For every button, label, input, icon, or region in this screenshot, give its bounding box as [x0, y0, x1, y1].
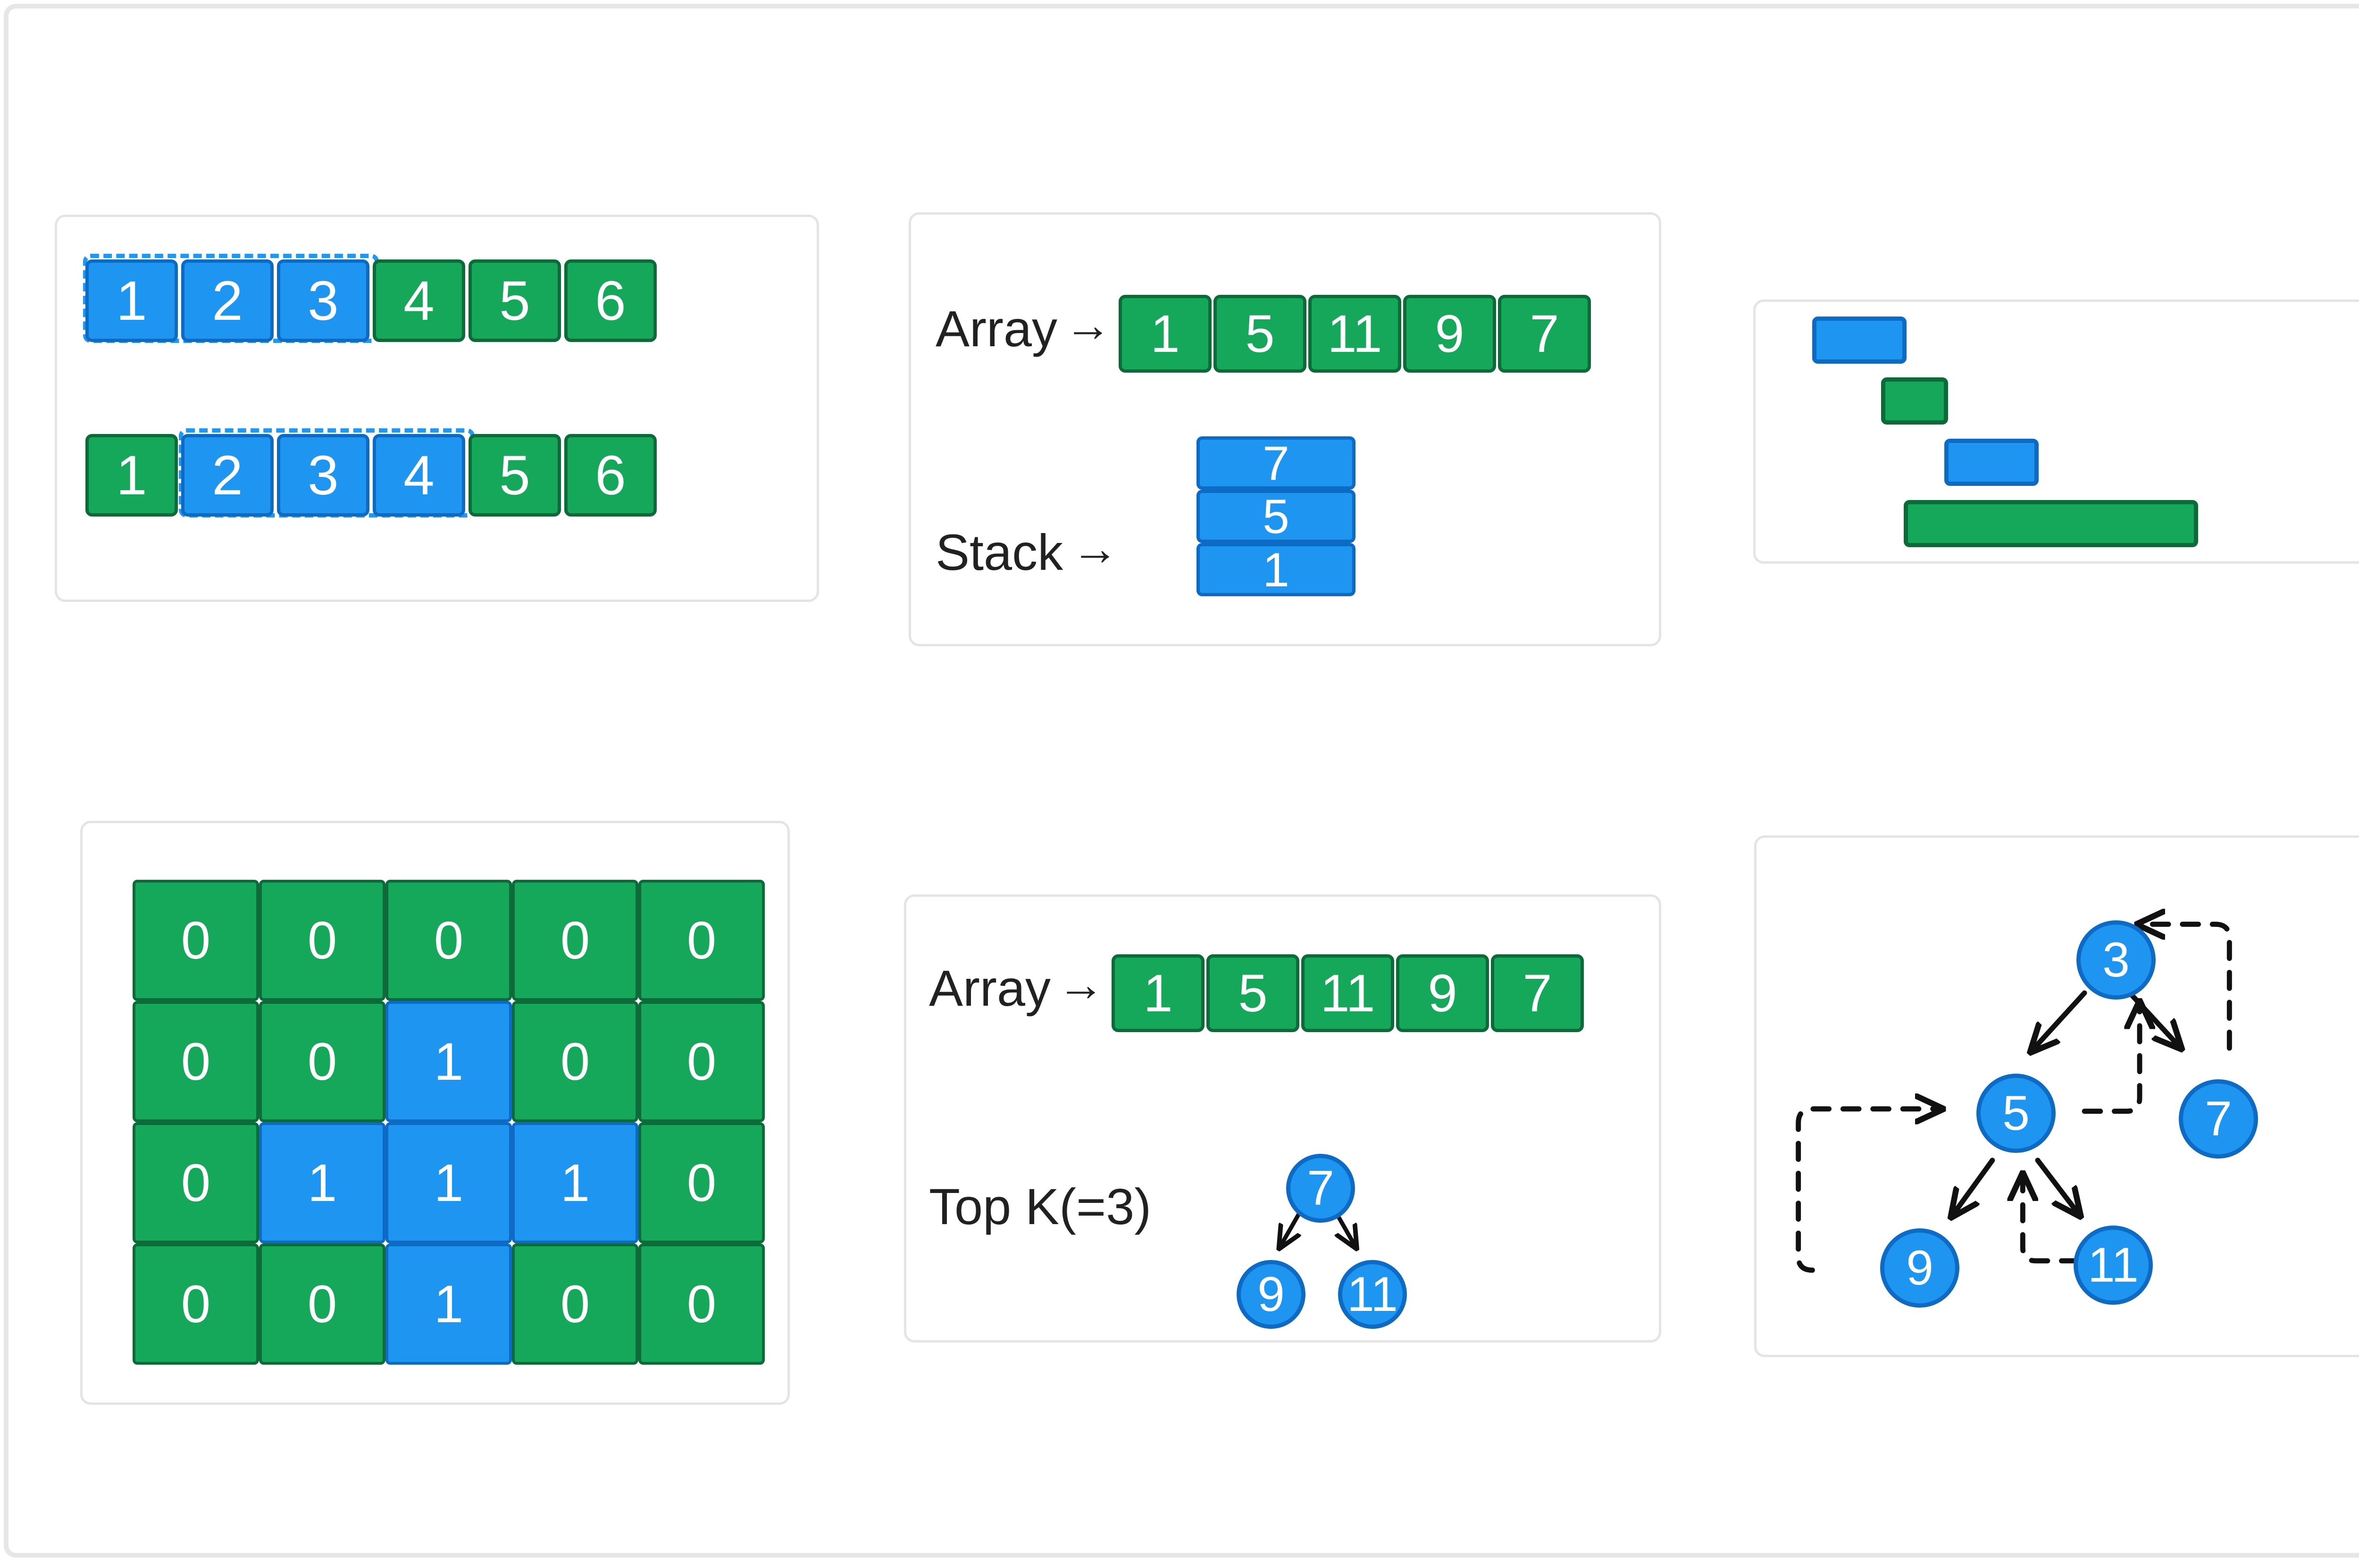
matrix-cell-r0c1[interactable]: 0 [259, 880, 385, 1001]
matrix-cell-r3c0[interactable]: 0 [133, 1243, 259, 1365]
sw-cell-r0c2[interactable]: 3 [277, 259, 369, 342]
graph-node-11[interactable]: 11 [2074, 1226, 2153, 1305]
matrix-cell-r0c0[interactable]: 0 [133, 880, 259, 1001]
array-stack-panel: Array → 1 5 11 9 7 Stack → 7 5 1 [909, 212, 1661, 646]
topk-heap-edges [906, 1209, 1659, 1340]
interval-bar-3[interactable] [1944, 439, 2039, 486]
matrix-cell-r3c3[interactable]: 0 [512, 1243, 638, 1365]
matrix-cell-r2c4[interactable]: 0 [638, 1122, 765, 1243]
matrix-cell-r0c2[interactable]: 0 [385, 880, 512, 1001]
edge-11-to-5-backtrack [2023, 1174, 2080, 1264]
matrix-cell-r1c0[interactable]: 0 [133, 1001, 259, 1122]
interval-bar-4[interactable] [1904, 500, 2198, 547]
array-label: Array [936, 300, 1058, 357]
topk-array-cell-4[interactable]: 7 [1491, 954, 1584, 1032]
sw-cell-r1c5[interactable]: 6 [564, 434, 657, 517]
edge-9-to-5-backtrack [1796, 1109, 1942, 1273]
matrix-cell-r3c4[interactable]: 0 [638, 1243, 765, 1365]
matrix-cell-r2c0[interactable]: 0 [133, 1122, 259, 1243]
edge-5-to-9 [1952, 1158, 1995, 1217]
top-k-panel: Array → 1 5 11 9 7 Top K(=3) 7 9 11 [904, 894, 1661, 1343]
heap-node-right[interactable]: 11 [1338, 1260, 1407, 1329]
matrix-cell-r0c3[interactable]: 0 [512, 880, 638, 1001]
intervals-panel [1753, 300, 2359, 564]
topk-array-arrow-icon: → [1057, 958, 1104, 1011]
edge-7-to-3-backtrack [2138, 924, 2232, 1051]
graph-edges [1796, 838, 2232, 1273]
edge-5-to-11 [2035, 1158, 2080, 1216]
sw-cell-r1c4[interactable]: 5 [468, 434, 561, 517]
graph-node-5[interactable]: 5 [1976, 1074, 2056, 1153]
sw-cell-r0c4[interactable]: 5 [468, 259, 561, 342]
array-cell-3[interactable]: 9 [1403, 295, 1496, 373]
topk-array-label: Array [929, 959, 1051, 1017]
graph-panel: 3 5 7 9 11 [1754, 835, 2359, 1357]
sw-cell-r0c5[interactable]: 6 [564, 259, 657, 342]
matrix-cell-r1c1[interactable]: 0 [259, 1001, 385, 1122]
array-cell-2[interactable]: 11 [1308, 295, 1401, 373]
stack-cell-bottom[interactable]: 1 [1196, 543, 1355, 596]
edge-3-to-5 [2031, 990, 2087, 1051]
interval-bar-2[interactable] [1881, 377, 1948, 425]
sw-cell-r1c2[interactable]: 3 [277, 434, 369, 517]
matrix-cell-r0c4[interactable]: 0 [638, 880, 765, 1001]
heap-node-root[interactable]: 7 [1286, 1154, 1355, 1223]
matrix-cell-r2c1[interactable]: 1 [259, 1122, 385, 1243]
topk-array-cell-1[interactable]: 5 [1206, 954, 1299, 1032]
matrix-cell-r3c2[interactable]: 1 [385, 1243, 512, 1365]
graph-node-9[interactable]: 9 [1880, 1228, 1959, 1308]
matrix-cell-r1c2[interactable]: 1 [385, 1001, 512, 1122]
sw-cell-r1c1[interactable]: 2 [181, 434, 274, 517]
matrix-panel: 0 0 0 0 0 0 0 1 0 0 0 1 1 1 0 0 0 1 0 0 [80, 821, 790, 1405]
stack-cell-mid[interactable]: 5 [1196, 490, 1355, 543]
array-cell-0[interactable]: 1 [1119, 295, 1212, 373]
array-arrow-icon: → [1064, 299, 1112, 351]
sw-cell-r1c3[interactable]: 4 [373, 434, 465, 517]
edge-5-to-3-backtrack [2082, 1002, 2140, 1114]
matrix-cell-r2c2[interactable]: 1 [385, 1122, 512, 1243]
stack-arrow-icon: → [1071, 522, 1119, 575]
sw-cell-r1c0[interactable]: 1 [85, 434, 178, 517]
matrix-cell-r1c4[interactable]: 0 [638, 1001, 765, 1122]
matrix-cell-r3c1[interactable]: 0 [259, 1243, 385, 1365]
topk-array-cell-3[interactable]: 9 [1396, 954, 1489, 1032]
stack-label: Stack [936, 524, 1063, 581]
graph-node-7[interactable]: 7 [2179, 1079, 2258, 1159]
graph-node-3[interactable]: 3 [2076, 920, 2156, 1000]
array-cell-4[interactable]: 7 [1498, 295, 1591, 373]
stack-cell-top[interactable]: 7 [1196, 436, 1355, 490]
array-cell-1[interactable]: 5 [1213, 295, 1306, 373]
diagram-canvas: 1 2 3 4 5 6 1 2 3 4 5 6 Array → 1 5 11 9… [4, 4, 2359, 1558]
sw-cell-r0c1[interactable]: 2 [181, 259, 274, 342]
sliding-window-panel: 1 2 3 4 5 6 1 2 3 4 5 6 [55, 215, 819, 602]
topk-array-cell-2[interactable]: 11 [1301, 954, 1394, 1032]
topk-array-cell-0[interactable]: 1 [1112, 954, 1205, 1032]
sw-cell-r0c0[interactable]: 1 [85, 259, 178, 342]
matrix-cell-r2c3[interactable]: 1 [512, 1122, 638, 1243]
sw-cell-r0c3[interactable]: 4 [373, 259, 465, 342]
interval-bar-1[interactable] [1812, 317, 1907, 364]
heap-node-left[interactable]: 9 [1237, 1260, 1305, 1329]
matrix-cell-r1c3[interactable]: 0 [512, 1001, 638, 1122]
topk-heap-label: Top K(=3) [929, 1178, 1152, 1235]
